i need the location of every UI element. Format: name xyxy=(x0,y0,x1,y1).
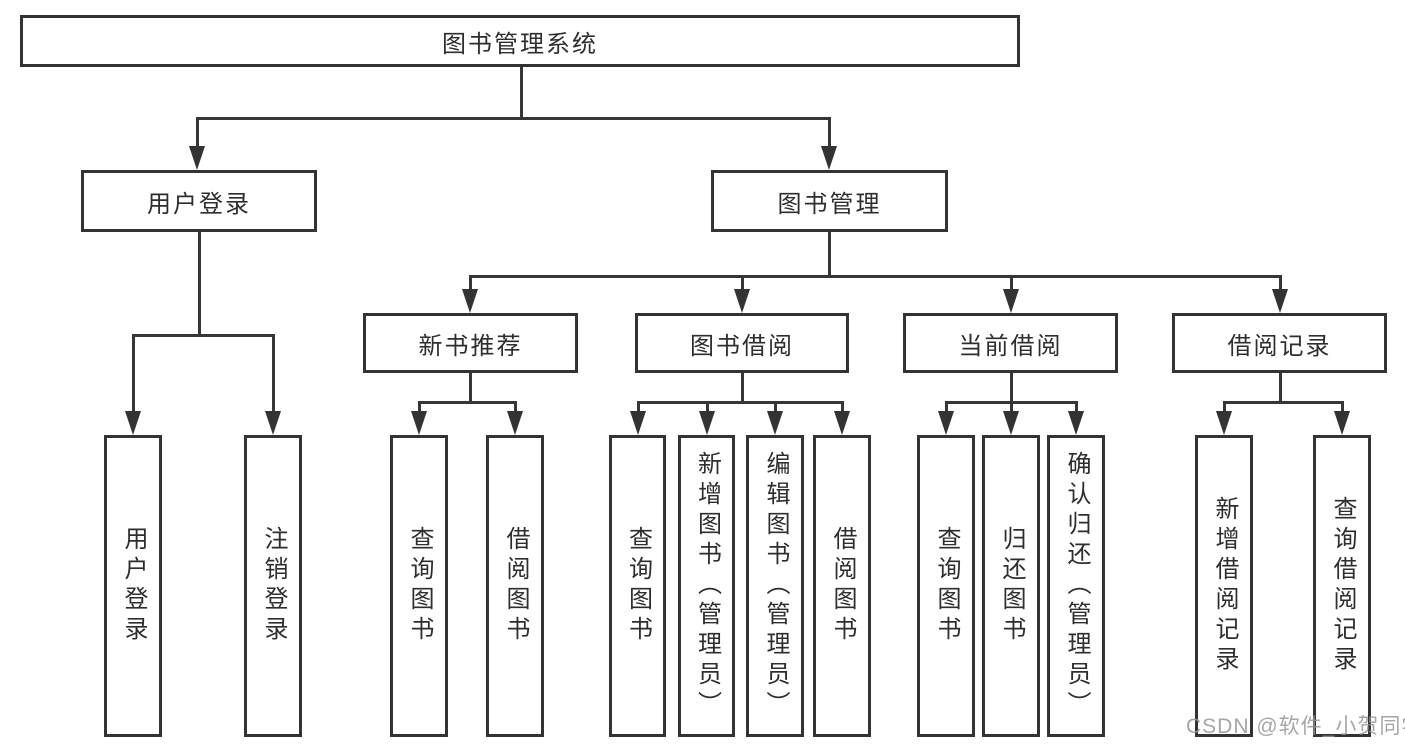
node-label: 图书管理 xyxy=(777,190,882,218)
leaf-label: 归还图书 xyxy=(998,526,1025,646)
arrowhead-down-icon xyxy=(462,289,478,313)
arrowhead-down-icon xyxy=(1003,289,1019,313)
arrowhead-down-icon xyxy=(265,411,281,435)
leaf-label: 查询图书 xyxy=(406,526,433,646)
arrowhead-down-icon xyxy=(767,411,783,435)
connector-line xyxy=(272,334,275,412)
node-label: 借阅记录 xyxy=(1227,332,1332,360)
arrowhead-down-icon xyxy=(189,146,205,170)
leaf-query-borrow-record: 查询借阅记录 xyxy=(1313,435,1371,737)
node-user-login: 用户登录 xyxy=(81,170,317,232)
connector-line xyxy=(1223,401,1343,404)
leaf-label: 查询借阅记录 xyxy=(1329,496,1356,676)
leaf-confirm-return-admin: 确认归还（管理员） xyxy=(1047,435,1105,737)
leaf-label: 新增借阅记录 xyxy=(1211,496,1238,676)
connector-line xyxy=(1223,401,1226,412)
node-library-management-system: 图书管理系统 xyxy=(20,15,1020,67)
leaf-label: 注销登录 xyxy=(260,526,287,646)
leaf-label: 新增图书（管理员） xyxy=(693,451,721,721)
connector-line xyxy=(198,232,201,336)
node-book-borrowing: 图书借阅 xyxy=(635,313,849,373)
leaf-logout: 注销登录 xyxy=(244,435,302,737)
connector-line xyxy=(469,275,472,291)
connector-line xyxy=(637,401,843,404)
arrowhead-down-icon xyxy=(1334,411,1350,435)
leaf-borrowing-query-books: 查询图书 xyxy=(609,435,666,737)
connector-line xyxy=(828,117,831,148)
arrowhead-down-icon xyxy=(1272,289,1288,313)
csdn-watermark: CSDN @软件_小贺同学 xyxy=(1186,715,1405,738)
leaf-label: 借阅图书 xyxy=(502,526,529,646)
leaf-add-books-admin: 新增图书（管理员） xyxy=(678,435,735,737)
connector-line xyxy=(1010,401,1013,412)
leaf-label: 用户登录 xyxy=(120,526,147,646)
leaf-borrowing-borrow-books: 借阅图书 xyxy=(813,435,871,737)
connector-line xyxy=(741,275,744,291)
connector-line xyxy=(741,373,744,404)
arrowhead-down-icon xyxy=(125,411,141,435)
arrowhead-down-icon xyxy=(507,411,523,435)
connector-line xyxy=(1010,275,1013,291)
arrowhead-down-icon xyxy=(1216,411,1232,435)
leaf-edit-books-admin: 编辑图书（管理员） xyxy=(746,435,804,737)
arrowhead-down-icon xyxy=(411,411,427,435)
node-borrowing-records: 借阅记录 xyxy=(1172,313,1387,373)
connector-line xyxy=(469,373,472,404)
node-label: 图书管理系统 xyxy=(442,30,598,58)
connector-line xyxy=(706,401,709,412)
node-label: 当前借阅 xyxy=(958,332,1063,360)
node-label: 图书借阅 xyxy=(690,332,794,360)
connector-line xyxy=(1279,373,1282,404)
connector-line xyxy=(1279,275,1282,291)
arrowhead-down-icon xyxy=(1003,411,1019,435)
leaf-label: 编辑图书（管理员） xyxy=(762,451,789,721)
connector-line xyxy=(520,67,523,118)
leaf-return-books: 归还图书 xyxy=(982,435,1040,737)
connector-line xyxy=(196,117,831,120)
leaf-add-borrow-record: 新增借阅记录 xyxy=(1195,435,1253,737)
leaf-current-query-books: 查询图书 xyxy=(917,435,975,737)
arrowhead-down-icon xyxy=(938,411,954,435)
connector-line xyxy=(774,401,777,412)
leaf-label: 确认归还（管理员） xyxy=(1063,451,1090,721)
connector-line xyxy=(945,401,948,412)
connector-line xyxy=(828,232,831,278)
node-current-borrowing: 当前借阅 xyxy=(903,313,1118,373)
connector-line xyxy=(1341,401,1344,412)
leaf-label: 查询图书 xyxy=(933,526,960,646)
arrowhead-down-icon xyxy=(699,411,715,435)
connector-line xyxy=(514,401,517,412)
connector-line xyxy=(132,334,274,337)
node-label: 用户登录 xyxy=(147,190,251,218)
connector-line xyxy=(637,401,640,412)
leaf-recommend-query-books: 查询图书 xyxy=(390,435,448,737)
arrowhead-down-icon xyxy=(734,289,750,313)
connector-line xyxy=(1075,401,1078,412)
connector-line xyxy=(418,401,516,404)
connector-line xyxy=(1010,373,1013,404)
leaf-label: 借阅图书 xyxy=(829,526,856,646)
arrowhead-down-icon xyxy=(821,146,837,170)
arrowhead-down-icon xyxy=(630,411,646,435)
connector-line xyxy=(841,401,844,412)
arrowhead-down-icon xyxy=(1068,411,1084,435)
connector-line xyxy=(469,275,1281,278)
leaf-recommend-borrow-books: 借阅图书 xyxy=(486,435,544,737)
node-label: 新书推荐 xyxy=(418,332,523,360)
connector-line xyxy=(418,401,421,412)
connector-line xyxy=(196,117,199,148)
leaf-user-login: 用户登录 xyxy=(104,435,162,737)
arrowhead-down-icon xyxy=(834,411,850,435)
leaf-label: 查询图书 xyxy=(624,526,652,646)
connector-line xyxy=(132,334,135,412)
node-book-management: 图书管理 xyxy=(711,170,948,232)
node-new-book-recommend: 新书推荐 xyxy=(363,313,578,373)
